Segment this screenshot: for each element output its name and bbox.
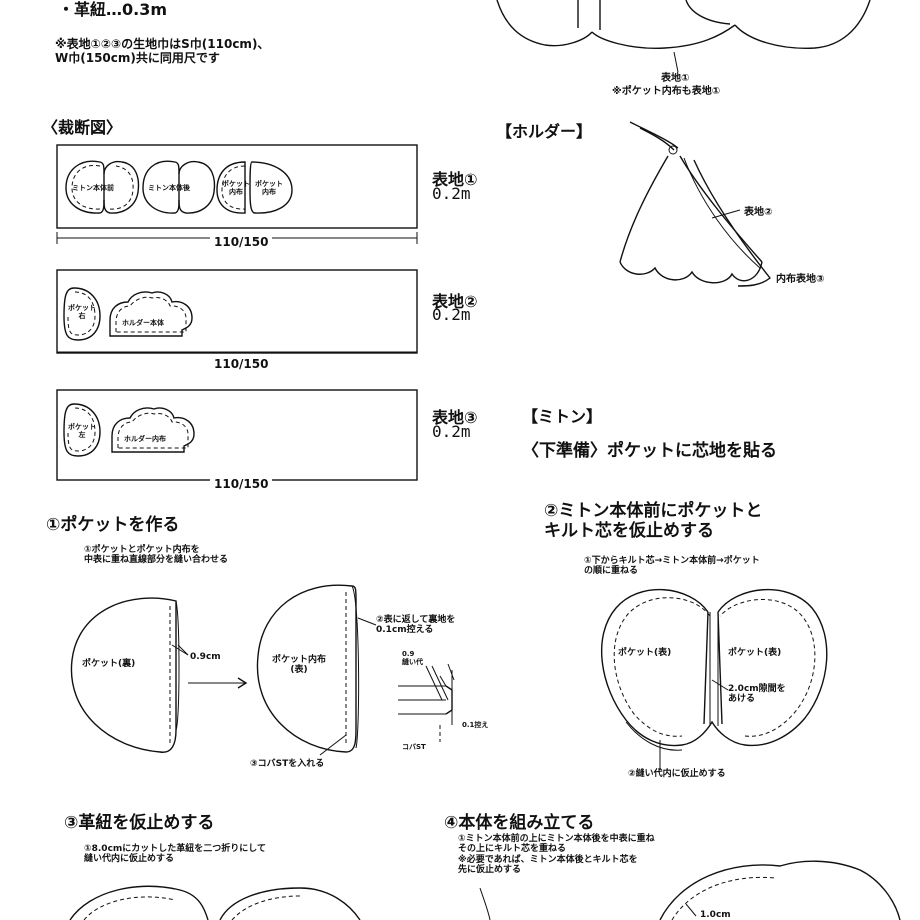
step4-heading: ④本体を組み立てる bbox=[444, 813, 595, 833]
step2-mitten bbox=[600, 588, 828, 770]
step2-gap: 2.0cm隙間を あける bbox=[728, 684, 786, 705]
top-fabric-note: ※ポケット内布も表地① bbox=[612, 86, 721, 97]
step4-fragments bbox=[479, 860, 901, 920]
step1-diagrams bbox=[70, 584, 455, 756]
step2-pocket-left: ポケット(表) bbox=[618, 648, 672, 658]
panel1-width: 110/150 bbox=[210, 235, 273, 249]
step2-instruction: ①下からキルト芯→ミトン本体前→ポケット の順に重ねる bbox=[584, 556, 760, 577]
step3-heading: ③革紐を仮止めする bbox=[64, 813, 215, 833]
panel1-fabric: 表地① bbox=[432, 170, 478, 189]
panel2-fabric: 表地② bbox=[432, 292, 478, 311]
piece-pocket-right: ポケット 右 bbox=[68, 304, 96, 321]
step1-note3: ③コバSTを入れる bbox=[250, 759, 325, 769]
piece-mitten-front: ミトン本体前 bbox=[72, 184, 114, 192]
leather-cord-amount: ・革紐…0.3m bbox=[58, 0, 168, 19]
holder-outer-label: 表地② bbox=[744, 207, 773, 218]
piece-holder-body: ホルダー本体 bbox=[122, 319, 164, 327]
step2-note: ②縫い代内に仮止めする bbox=[628, 769, 726, 779]
step3-fragments bbox=[69, 885, 361, 920]
seam-measure: 0.9cm bbox=[190, 652, 221, 662]
holder-illustration bbox=[619, 121, 771, 287]
top-mitten-fragment bbox=[496, 0, 871, 73]
step1-note2: ②表に返して裏地を 0.1cm控える bbox=[376, 615, 456, 636]
top-fabric-label: 表地① bbox=[661, 73, 690, 84]
holder-heading: 【ホルダー】 bbox=[496, 122, 593, 141]
fabric-width-note: ※表地①②③の生地巾はS巾(110cm)、 W巾(150cm)共に同用尺です bbox=[55, 37, 270, 65]
cutting-panel-3 bbox=[56, 389, 418, 481]
step2-heading: ②ミトン本体前にポケットと キルト芯を仮止めする bbox=[544, 501, 763, 541]
piece-holder-lining: ホルダー内布 bbox=[124, 435, 166, 443]
mitten-prep: 〈下準備〉ポケットに芯地を貼る bbox=[522, 441, 777, 461]
cutting-heading: 〈裁断図〉 bbox=[42, 118, 123, 137]
pocket-lining-label: ポケット内布 (表) bbox=[272, 655, 327, 676]
detail-seam-allowance: 0.9 縫い代 bbox=[402, 650, 423, 667]
piece-pocket-left: ポケット 左 bbox=[68, 423, 96, 440]
step1-instruction: ①ポケットとポケット内布を 中表に重ね直線部分を縫い合わせる bbox=[84, 545, 229, 566]
mitten-heading: 【ミトン】 bbox=[522, 407, 603, 426]
panel3-fabric: 表地③ bbox=[432, 408, 478, 427]
step4-instruction: ①ミトン本体前の上にミトン本体後を中表に重ね その上にキルト芯を重ねる ※必要で… bbox=[458, 834, 655, 876]
panel3-width: 110/150 bbox=[210, 477, 273, 491]
piece-pocket-lining-2: ポケット 内布 bbox=[255, 180, 283, 197]
step1-heading: ①ポケットを作る bbox=[46, 515, 180, 535]
panel1-length: 0.2m bbox=[432, 184, 471, 203]
panel3-length: 0.2m bbox=[432, 422, 471, 441]
pocket-back-label: ポケット(裏) bbox=[82, 659, 136, 669]
step4-measure: 1.0cm bbox=[700, 910, 731, 920]
detail-offset: 0.1控え bbox=[462, 721, 489, 729]
cutting-panel-1 bbox=[56, 144, 418, 244]
cutting-panel-2 bbox=[56, 269, 418, 354]
detail-edge-stitch: コバST bbox=[402, 743, 426, 751]
step2-pocket-right: ポケット(表) bbox=[728, 648, 782, 658]
panel2-width: 110/150 bbox=[210, 357, 273, 371]
piece-pocket-lining-1: ポケット 内布 bbox=[222, 180, 250, 197]
panel2-length: 0.2m bbox=[432, 305, 471, 324]
step3-instruction: ①8.0cmにカットした革紐を二つ折りにして 縫い代内に仮止めする bbox=[84, 844, 267, 865]
holder-inner-label: 内布表地③ bbox=[776, 274, 825, 285]
piece-mitten-back: ミトン本体後 bbox=[148, 184, 190, 192]
